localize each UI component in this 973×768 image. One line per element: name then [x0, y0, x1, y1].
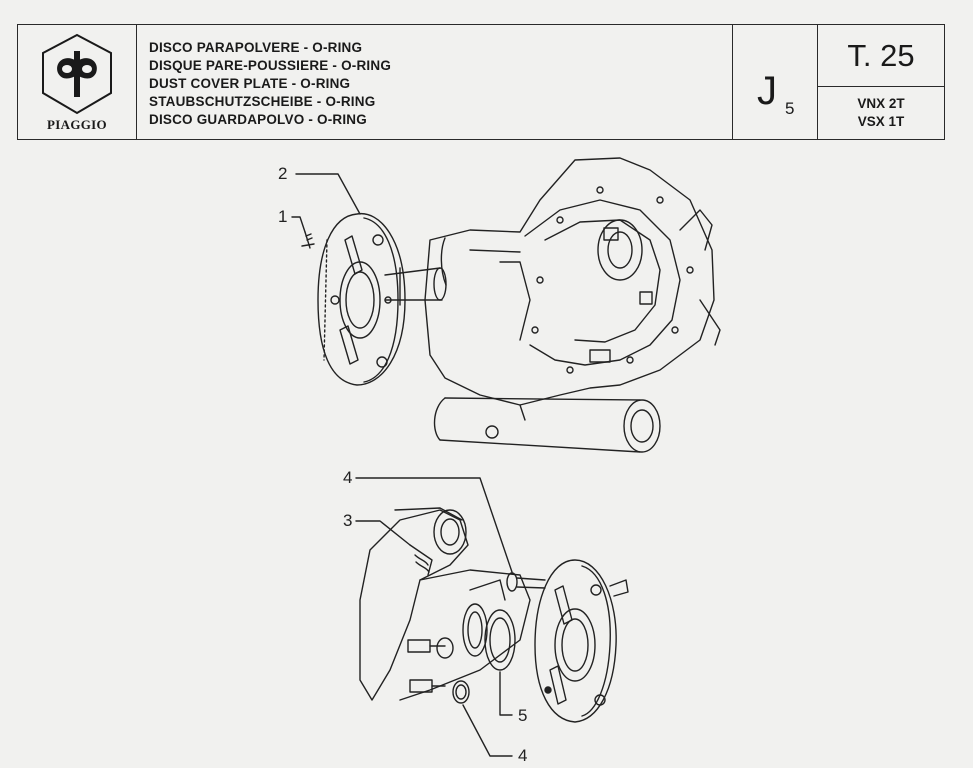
table-cell: T. 25 VNX 2T VSX 1T [818, 25, 944, 139]
shaft-drawing [384, 267, 447, 306]
dust-cover-plate-drawing [317, 213, 406, 386]
model-vsx: VSX 1T [857, 114, 905, 129]
title-list: DISCO PARAPOLVERE - O-RING DISQUE PARE-P… [137, 25, 733, 139]
title-french: DISQUE PARE-POUSSIERE - O-RING [149, 58, 392, 73]
title-italian: DISCO PARAPOLVERE - O-RING [149, 40, 363, 55]
screw-drawing [301, 231, 315, 249]
section-cell: J 5 [733, 25, 818, 139]
bearing-drawing [436, 603, 516, 704]
lower-housing-drawing [359, 507, 531, 701]
piaggio-logo-icon [42, 33, 112, 115]
callout-1: 1 [278, 207, 288, 226]
model-vnx: VNX 2T [857, 96, 905, 111]
lower-plate-drawing [534, 559, 629, 723]
engine-housing-drawing [424, 157, 721, 406]
title-german: STAUBSCHUTZSCHEIBE - O-RING [149, 94, 376, 109]
callout-5: 5 [518, 706, 528, 725]
callout-4-bottom: 4 [518, 746, 528, 765]
brand-name: PIAGGIO [47, 117, 107, 132]
o-ring-drawing [506, 572, 546, 592]
model-list: VNX 2T VSX 1T [818, 87, 944, 139]
table-number: T. 25 [818, 25, 944, 87]
callout-4-top: 4 [343, 468, 353, 487]
title-spanish: DISCO GUARDAPOLVO - O-RING [149, 112, 367, 127]
title-block: PIAGGIO DISCO PARAPOLVERE - O-RING DISQU… [17, 24, 945, 140]
callout-2: 2 [278, 164, 288, 183]
swing-arm-drawing [433, 397, 661, 453]
section-number: 5 [785, 99, 795, 118]
callout-3: 3 [343, 511, 353, 530]
section-letter: J [757, 69, 777, 113]
logo-cell: PIAGGIO [18, 25, 137, 139]
title-english: DUST COVER PLATE - O-RING [149, 76, 351, 91]
